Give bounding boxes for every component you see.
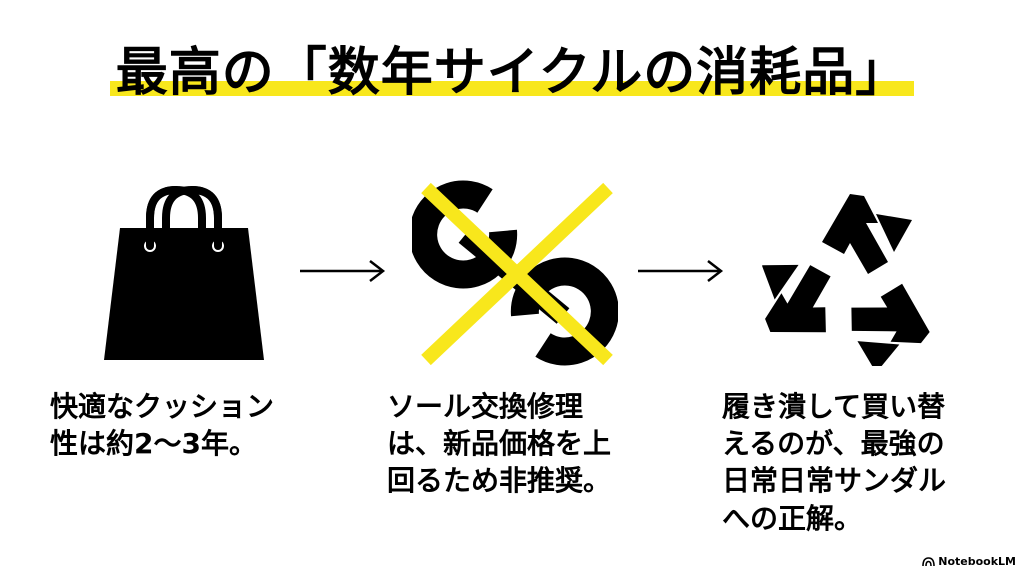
- title-wrap: 最高の「数年サイクルの消耗品」: [0, 40, 1024, 108]
- brand-watermark: NotebookLM: [922, 555, 1016, 568]
- arrow-right-icon: [300, 260, 386, 282]
- title-highlight: [109, 80, 915, 96]
- step-caption-repair: ソール交換修理 は、新品価格を上 回るため非推奨。: [387, 390, 612, 498]
- step-caption-replace: 履き潰して買い替 えるのが、最強の 日常日常サンダル への正解。: [722, 390, 947, 535]
- shopping-bag-icon: [104, 185, 264, 360]
- arrow-right-icon: [638, 260, 724, 282]
- step-caption-cushion: 快適なクッション 性は約2〜3年。: [50, 390, 275, 461]
- recycle-icon: [761, 194, 930, 366]
- title-text: 最高の「数年サイクルの消耗品」: [115, 43, 909, 103]
- brand-label: NotebookLM: [938, 555, 1016, 568]
- crossed-out-wrench-icon: [412, 180, 618, 366]
- page-title: 最高の「数年サイクルの消耗品」: [109, 40, 915, 108]
- notebooklm-logo-icon: [922, 556, 936, 566]
